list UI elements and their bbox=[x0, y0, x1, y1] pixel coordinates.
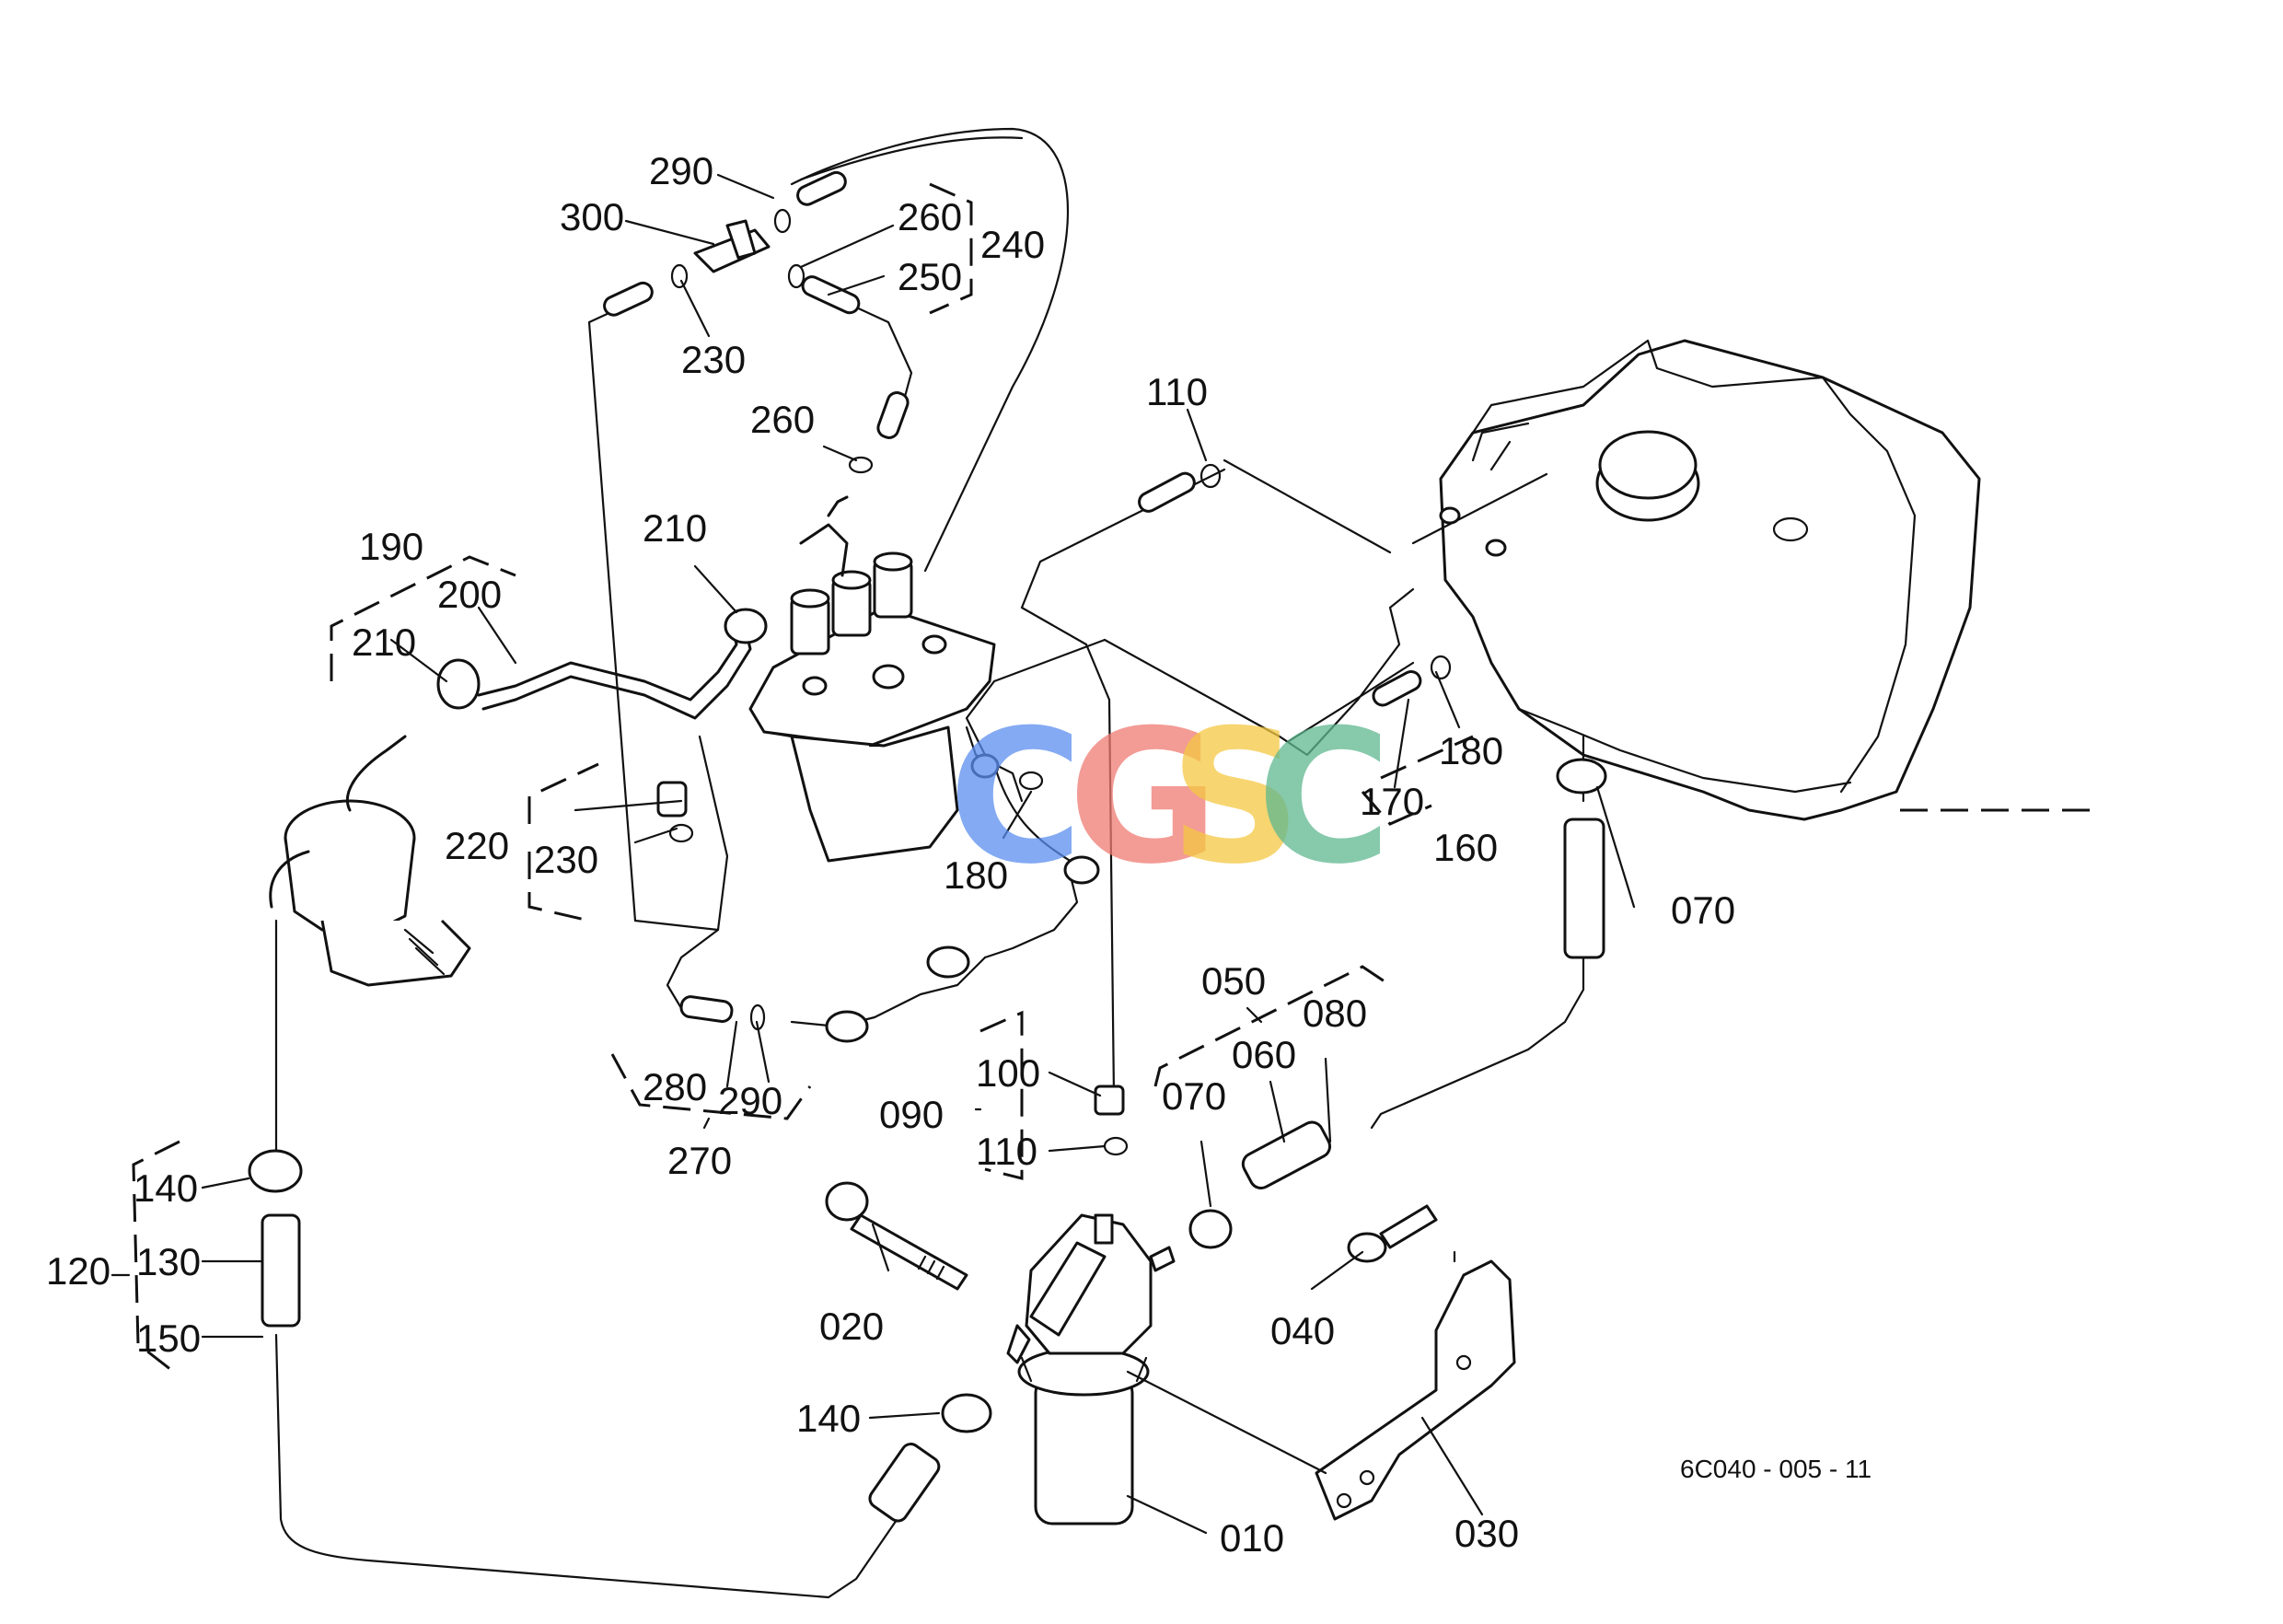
bracket bbox=[1315, 1259, 1516, 1521]
label-280: 280 bbox=[643, 1065, 707, 1108]
label-270: 270 bbox=[667, 1139, 732, 1182]
part-labels: 290 300 260 240 250 230 260 110 210 190 … bbox=[46, 149, 1872, 1560]
label-160: 160 bbox=[1433, 826, 1498, 869]
label-070-right: 070 bbox=[1671, 888, 1735, 932]
feed-pump bbox=[269, 735, 471, 987]
label-260-mid: 260 bbox=[750, 398, 815, 441]
label-110-bottom: 110 bbox=[976, 1130, 1037, 1173]
label-020: 020 bbox=[819, 1305, 884, 1348]
label-060: 060 bbox=[1232, 1033, 1296, 1076]
label-230-top: 230 bbox=[681, 338, 746, 381]
label-110-top: 110 bbox=[1146, 370, 1208, 413]
label-130: 130 bbox=[136, 1240, 201, 1283]
clamps bbox=[668, 208, 1452, 1156]
label-120: 120 bbox=[46, 1249, 110, 1293]
label-230-mid: 230 bbox=[534, 838, 598, 881]
label-040: 040 bbox=[1270, 1309, 1335, 1352]
label-260-top: 260 bbox=[898, 195, 962, 238]
label-100: 100 bbox=[976, 1051, 1040, 1095]
leader-lines bbox=[110, 173, 1636, 1535]
label-050: 050 bbox=[1201, 959, 1266, 1003]
watermark-letter-g: G bbox=[1068, 690, 1219, 905]
label-300: 300 bbox=[560, 195, 624, 238]
label-090: 090 bbox=[879, 1093, 944, 1136]
label-070-mid: 070 bbox=[1162, 1074, 1226, 1118]
label-220: 220 bbox=[445, 824, 509, 867]
label-140-bottom: 140 bbox=[796, 1397, 861, 1440]
label-170: 170 bbox=[1360, 780, 1424, 823]
injection-pump bbox=[748, 495, 996, 863]
label-150: 150 bbox=[136, 1317, 201, 1360]
label-140-left: 140 bbox=[133, 1166, 198, 1210]
fuel-lines bbox=[274, 127, 1585, 1599]
label-010: 010 bbox=[1220, 1516, 1284, 1560]
label-240: 240 bbox=[980, 223, 1045, 266]
bolt-040 bbox=[1347, 1204, 1438, 1263]
label-200: 200 bbox=[437, 573, 502, 616]
label-290-bottom: 290 bbox=[718, 1079, 782, 1122]
watermark-letter-s: S bbox=[1169, 690, 1302, 905]
label-080: 080 bbox=[1303, 992, 1367, 1035]
watermark-letter-c1: C bbox=[948, 690, 1084, 905]
drawing-code: 6C040 - 005 - 11 bbox=[1680, 1455, 1872, 1483]
fuel-filter bbox=[1006, 1213, 1176, 1525]
bolt-020 bbox=[825, 1181, 968, 1291]
label-250: 250 bbox=[898, 255, 962, 298]
label-030: 030 bbox=[1454, 1512, 1519, 1555]
label-180-left: 180 bbox=[944, 853, 1008, 897]
watermark-letter-c2: C bbox=[1257, 690, 1392, 905]
label-210-left: 210 bbox=[352, 621, 416, 664]
label-180-right: 180 bbox=[1439, 729, 1503, 772]
label-210-mid: 210 bbox=[643, 506, 707, 550]
label-190: 190 bbox=[359, 525, 423, 568]
fuel-tank bbox=[1439, 339, 1981, 821]
group-brackets bbox=[132, 182, 2090, 1378]
hose-segments bbox=[248, 170, 1607, 1523]
label-290-top: 290 bbox=[649, 149, 713, 192]
watermark: C G S C bbox=[948, 690, 1392, 905]
